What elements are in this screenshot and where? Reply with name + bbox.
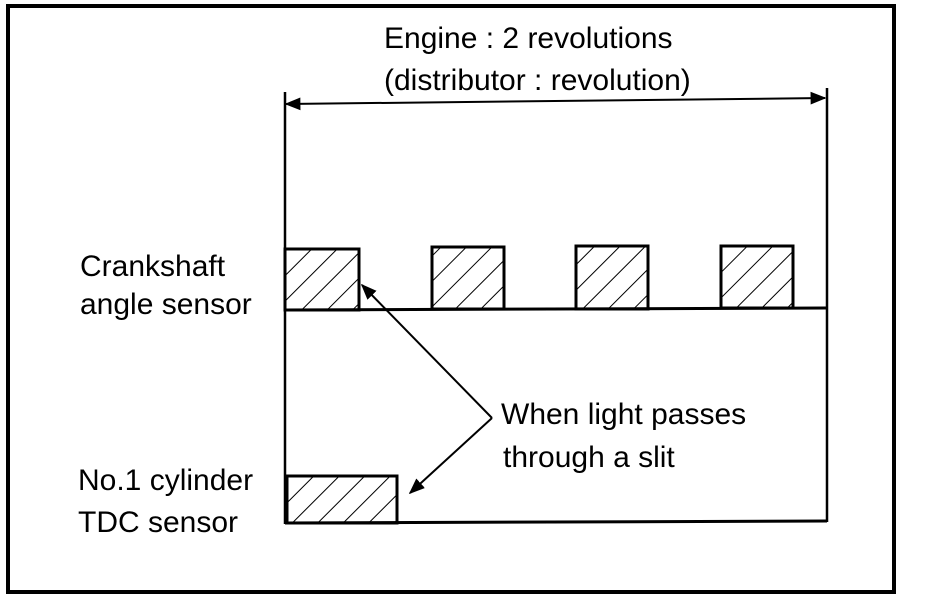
tdc-label-line-2: TDC sensor <box>78 506 238 539</box>
callout-line-1: When light passes <box>501 398 746 431</box>
crank-label-line-1: Crankshaft <box>80 250 226 283</box>
crank-pulse <box>719 244 795 310</box>
tdc-pulse <box>285 474 399 525</box>
callout-line-2: through a slit <box>503 441 675 474</box>
callout-pointer-crank <box>360 283 493 419</box>
crank-pulse <box>430 245 506 311</box>
crank-pulses <box>283 244 795 312</box>
callout-pointer-tdc <box>408 417 493 495</box>
dimension-arrow <box>284 91 827 111</box>
header-line-2: (distributor : revolution) <box>384 64 691 97</box>
crank-pulse <box>283 247 361 312</box>
outer-frame <box>6 4 896 594</box>
crank-label-line-2: angle sensor <box>80 288 252 321</box>
header-line-1: Engine : 2 revolutions <box>384 22 673 55</box>
tdc-label-line-1: No.1 cylinder <box>78 464 253 497</box>
crank-pulse <box>574 244 650 311</box>
